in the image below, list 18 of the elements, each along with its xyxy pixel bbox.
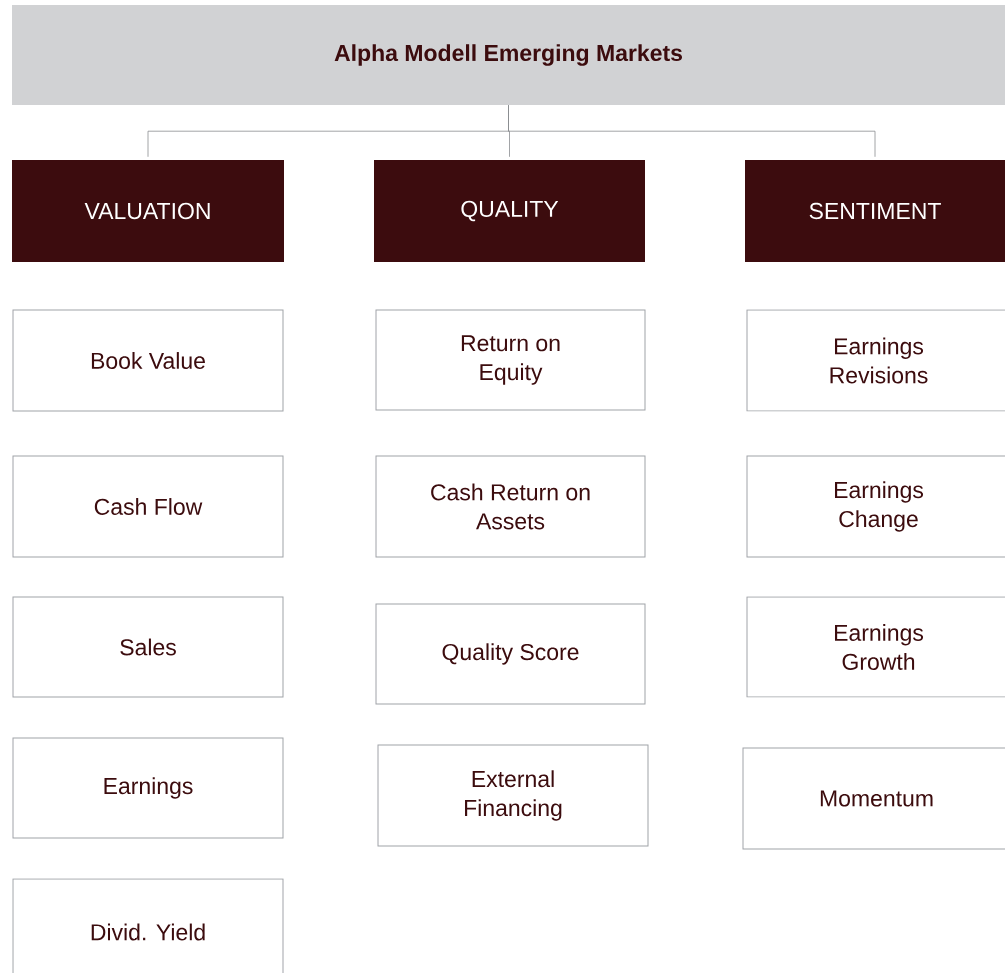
factor-box: Momentum <box>742 747 1005 850</box>
category-box: SENTIMENT <box>745 160 1005 262</box>
factor-box: Quality Score <box>375 603 646 705</box>
connector <box>508 104 876 158</box>
factor-box: Earnings Revisions <box>746 309 1005 412</box>
factor-box: Earnings Change <box>746 455 1005 558</box>
category-box: VALUATION <box>12 160 284 262</box>
factor-box: External Financing <box>377 744 649 847</box>
factor-box: Earnings Growth <box>746 596 1005 698</box>
factor-box: Return on Equity <box>375 309 646 411</box>
factor-box: Cash Flow <box>12 455 284 558</box>
factor-box: Earnings <box>12 737 284 839</box>
factor-box: Sales <box>12 596 284 698</box>
title-banner: Alpha Modell Emerging Markets <box>12 5 1005 105</box>
factor-box: Cash Return on Assets <box>375 455 646 558</box>
factor-box: Book Value <box>12 309 284 412</box>
factor-box: Divid. Yield <box>12 878 284 973</box>
category-box: QUALITY <box>374 160 645 262</box>
